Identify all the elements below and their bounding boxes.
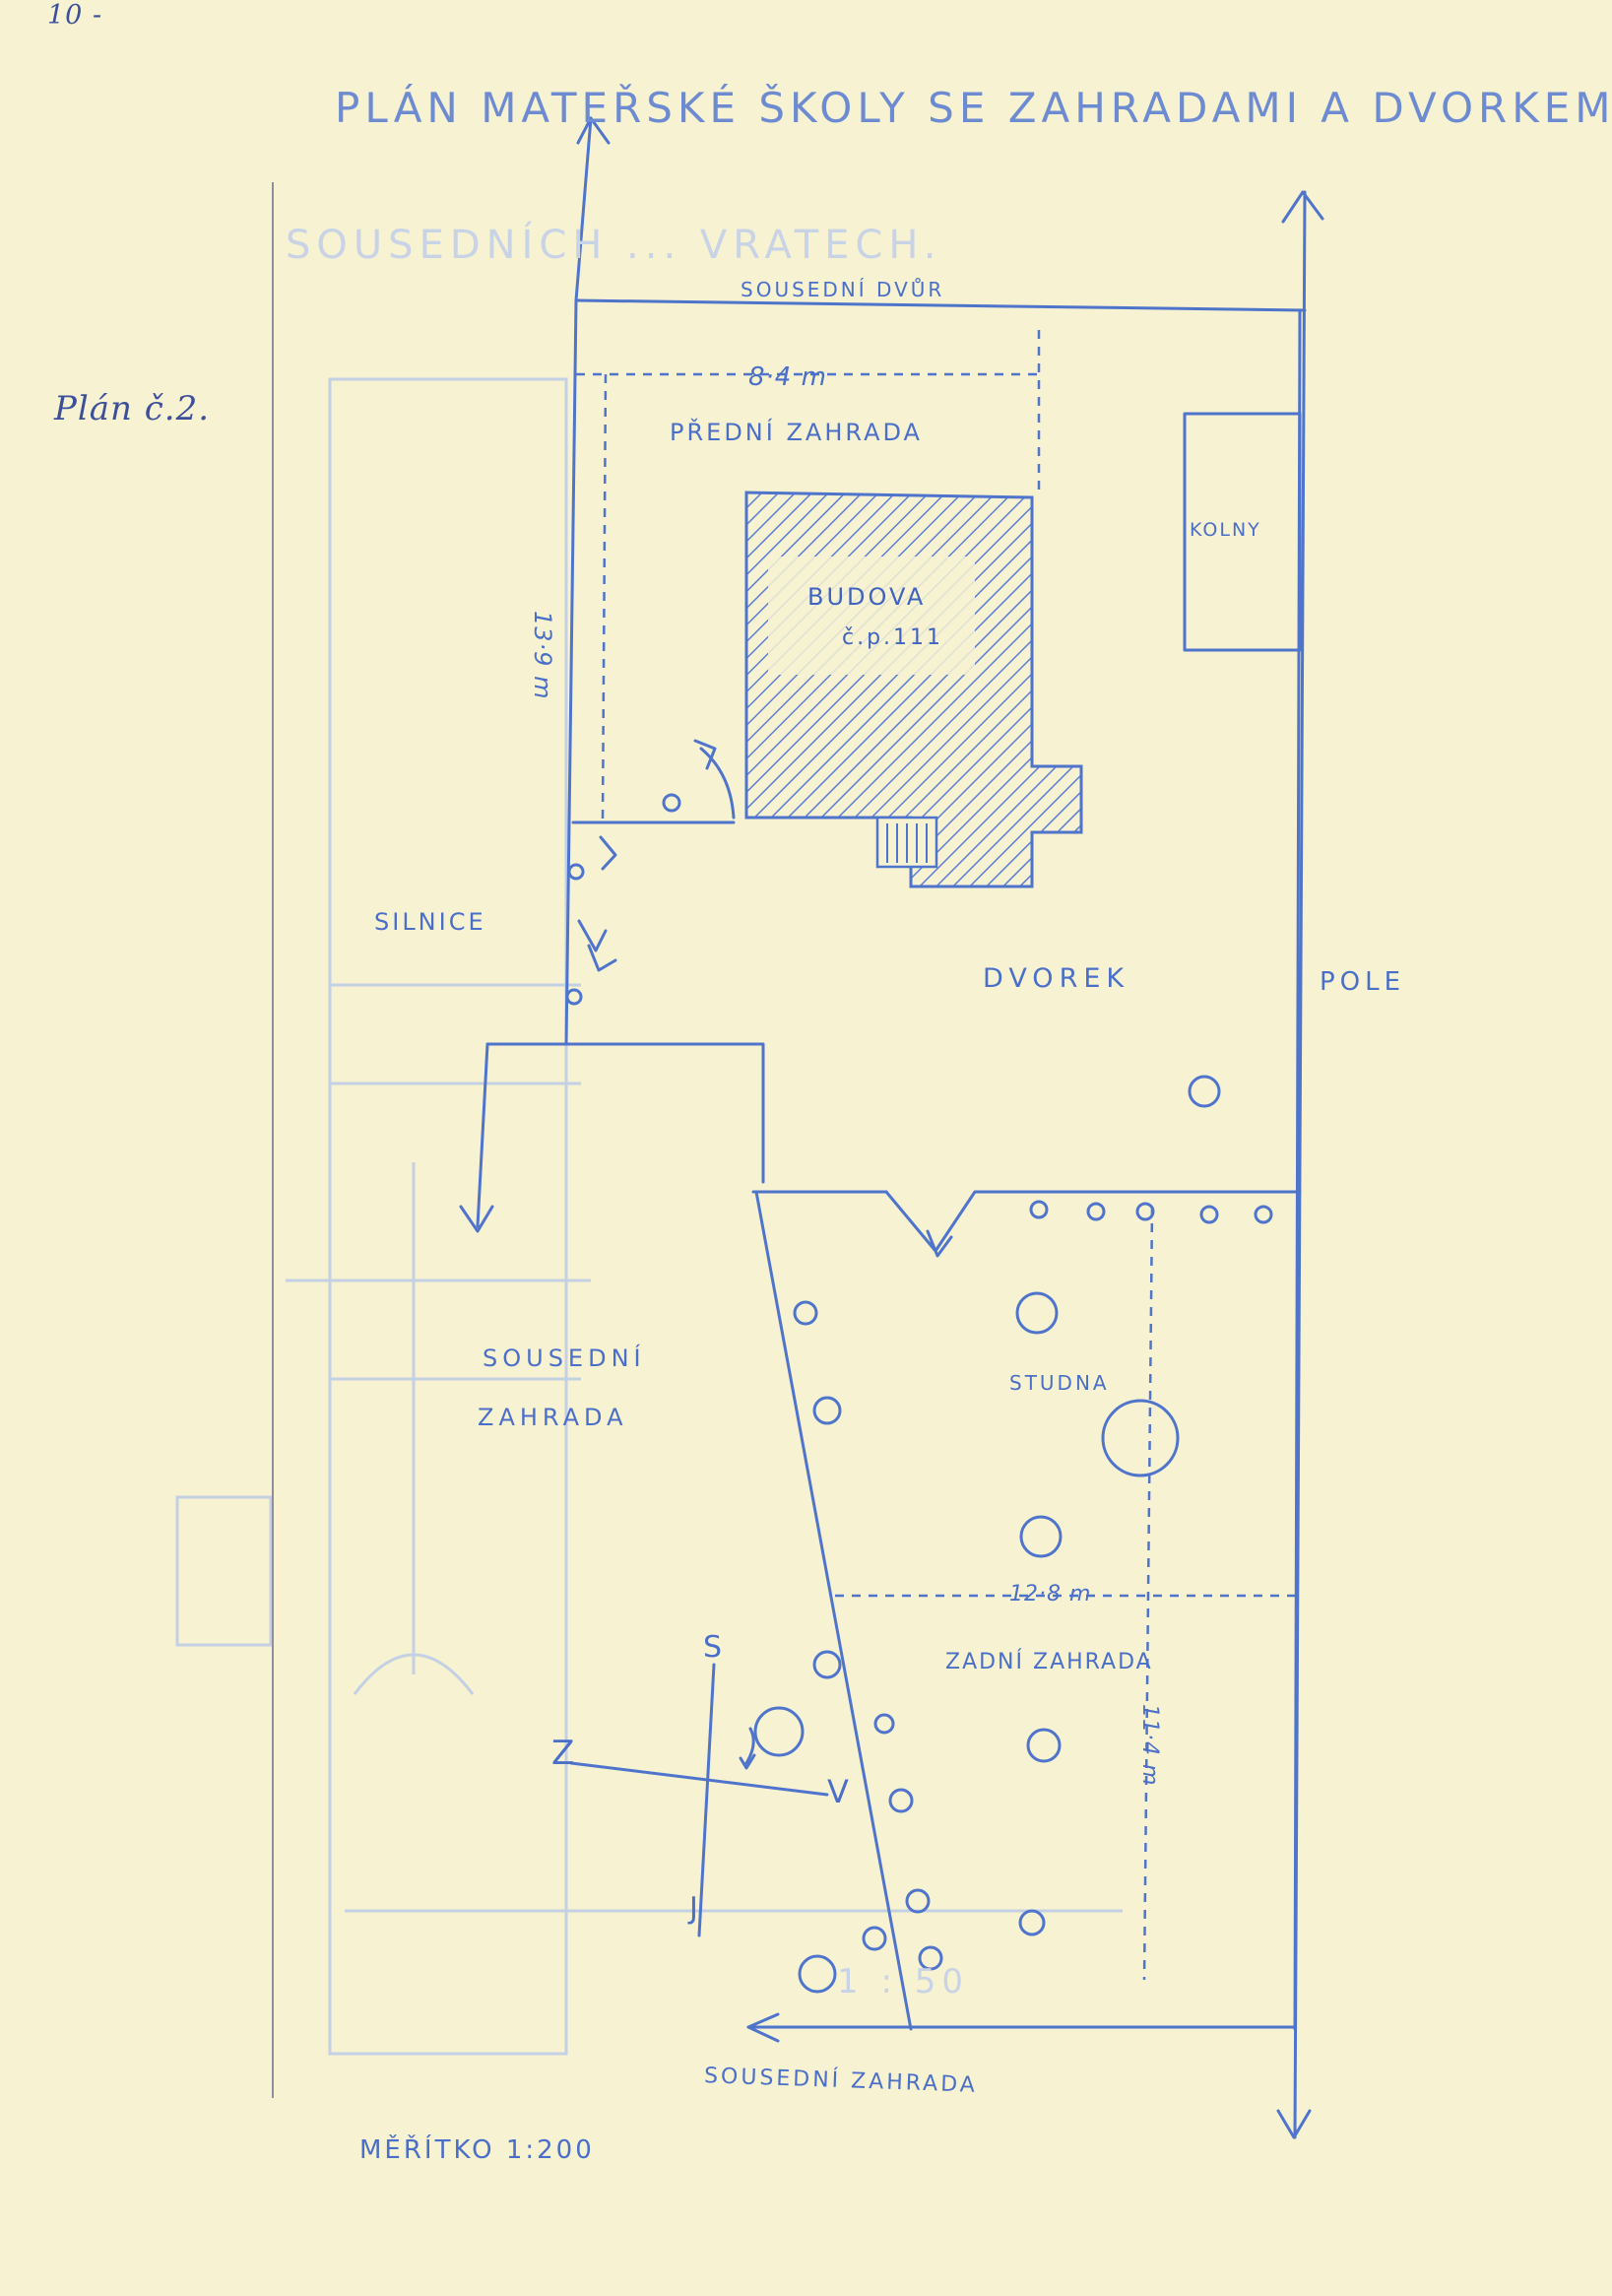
compass-west-label: Z xyxy=(551,1734,578,1773)
well-label: STUDNA xyxy=(1009,1371,1110,1395)
scale-label: MĚŘÍTKO 1:200 xyxy=(359,2135,595,2165)
rear-width-label: 12·8 m xyxy=(1009,1582,1092,1607)
building-label: BUDOVA xyxy=(807,583,927,611)
building-number-label: č.p.111 xyxy=(842,625,944,650)
bleed-scale: 1 : 50 xyxy=(837,1962,969,2001)
plan-note: Plán č.2. xyxy=(54,389,211,428)
rear-depth-label: 11·4 m xyxy=(1137,1704,1162,1787)
neighbor-garden-west-label-2: ZAHRADA xyxy=(478,1404,628,1431)
sheds-label: KOLNY xyxy=(1190,519,1261,541)
building xyxy=(744,491,1083,888)
sheds xyxy=(1183,412,1302,652)
front-depth-label: 13·9 m xyxy=(529,611,556,700)
page-title: PLÁN MATEŘSKÉ ŠKOLY SE ZAHRADAMI A DVORK… xyxy=(335,84,1612,132)
neighbor-garden-west-label-1: SOUSEDNÍ xyxy=(483,1345,646,1372)
page-number: 10 - xyxy=(47,0,103,31)
compass xyxy=(569,1663,829,1937)
road-gate xyxy=(565,835,617,1006)
north-arrow xyxy=(574,116,611,302)
rear-garden-label: ZADNÍ ZAHRADA xyxy=(945,1650,1153,1674)
compass-north-label: J xyxy=(689,1891,701,1926)
yard-label: DVOREK xyxy=(983,963,1130,994)
road-label: SILNICE xyxy=(374,908,486,936)
front-garden-bounds xyxy=(571,330,1041,824)
trees xyxy=(753,1075,1273,1994)
bleed-title: SOUSEDNÍCH ... VRATECH. xyxy=(286,223,942,268)
rear-garden-bounds xyxy=(835,1206,1298,1981)
front-width-label: 8·4 m xyxy=(748,362,827,392)
neighbor-yard-label: SOUSEDNÍ DVŮR xyxy=(741,278,945,301)
field-label: POLE xyxy=(1320,967,1406,997)
compass-south-label: S xyxy=(703,1630,726,1665)
bleed-through xyxy=(175,377,1123,2056)
compass-east-label: V xyxy=(827,1773,852,1810)
front-garden-label: PŘEDNÍ ZAHRADA xyxy=(670,419,923,446)
